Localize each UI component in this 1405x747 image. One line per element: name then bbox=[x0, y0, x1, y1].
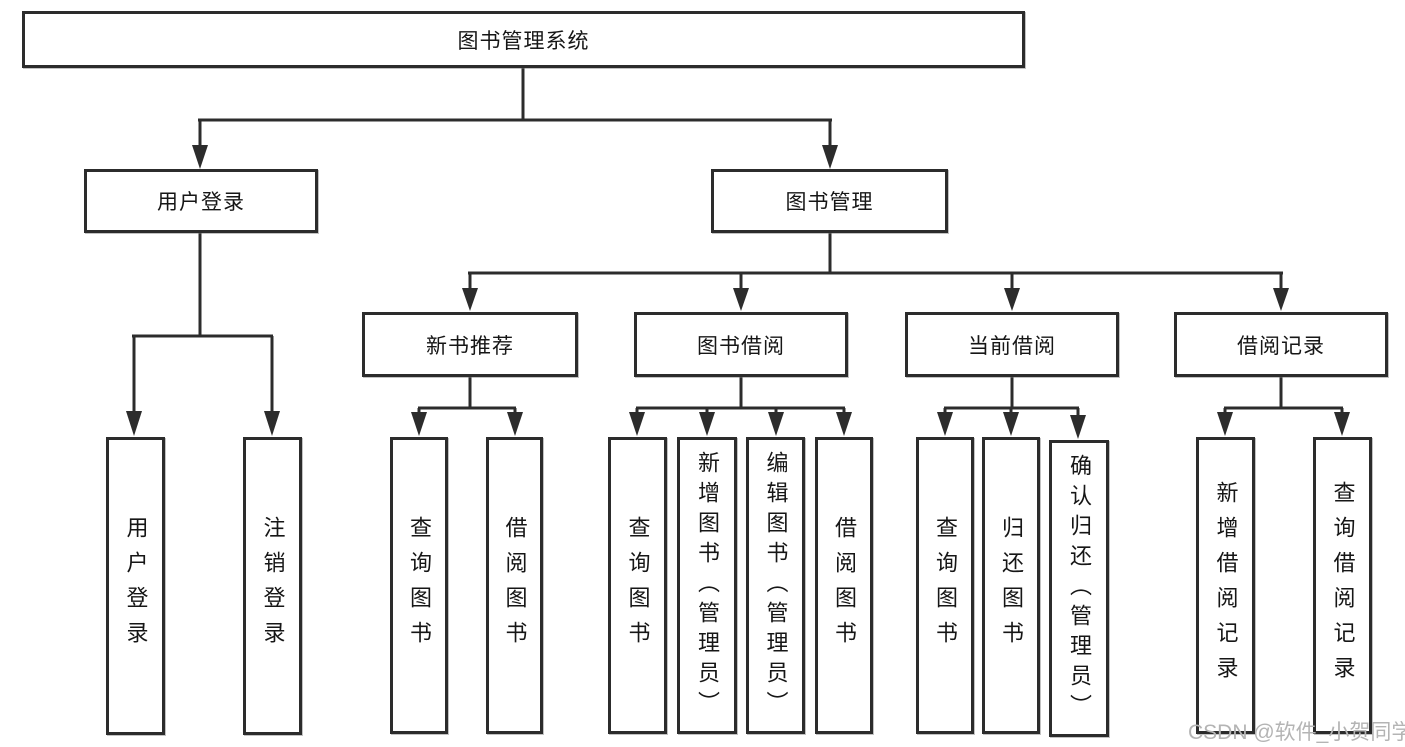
connector-book-borrow-to-leaves bbox=[629, 377, 852, 436]
arrow-down-icon bbox=[768, 412, 784, 436]
node-user-login: 用户登录 bbox=[84, 169, 318, 233]
node-book-borrow: 图书借阅 bbox=[634, 312, 848, 377]
arrow-down-icon bbox=[1217, 412, 1233, 436]
leaf-add-book-admin: 新增图书（管理员） bbox=[677, 437, 737, 734]
leaf-query-book-borrow: 查询图书 bbox=[608, 437, 667, 734]
arrow-down-icon bbox=[1003, 412, 1019, 436]
leaf-logout-login: 注销登录 bbox=[243, 437, 302, 735]
leaf-query-borrow-record: 查询借阅记录 bbox=[1313, 437, 1372, 734]
arrow-down-icon bbox=[629, 412, 645, 436]
leaf-query-book-current: 查询图书 bbox=[916, 437, 974, 734]
arrow-down-icon bbox=[822, 145, 838, 169]
leaf-return-book: 归还图书 bbox=[982, 437, 1040, 734]
connector-new-book-to-leaves bbox=[411, 377, 523, 436]
leaf-confirm-return-admin: 确认归还（管理员） bbox=[1049, 440, 1109, 737]
arrow-down-icon bbox=[699, 412, 715, 436]
arrow-down-icon bbox=[192, 145, 208, 169]
arrow-down-icon bbox=[126, 411, 142, 436]
leaf-borrow-book-recommend: 借阅图书 bbox=[486, 437, 543, 734]
arrow-down-icon bbox=[507, 412, 523, 436]
node-library-system: 图书管理系统 bbox=[22, 11, 1025, 68]
arrow-down-icon bbox=[733, 288, 749, 311]
connector-book-management-to-level3 bbox=[462, 233, 1289, 311]
connector-user-login-to-leaves bbox=[126, 233, 280, 436]
arrow-down-icon bbox=[1273, 288, 1289, 311]
arrow-down-icon bbox=[1070, 415, 1086, 439]
node-borrow-record: 借阅记录 bbox=[1174, 312, 1388, 377]
connector-borrow-record-to-leaves bbox=[1217, 377, 1350, 436]
leaf-query-book-recommend: 查询图书 bbox=[390, 437, 448, 734]
arrow-down-icon bbox=[462, 288, 478, 311]
connector-root-to-level2 bbox=[192, 68, 838, 169]
connector-current-borrow-to-leaves bbox=[937, 377, 1086, 439]
node-book-management: 图书管理 bbox=[711, 169, 948, 233]
arrow-down-icon bbox=[264, 411, 280, 436]
arrow-down-icon bbox=[1004, 288, 1020, 311]
arrow-down-icon bbox=[836, 412, 852, 436]
csdn-watermark: CSDN @软件_小贺同学 bbox=[1188, 721, 1405, 744]
leaf-add-borrow-record: 新增借阅记录 bbox=[1196, 437, 1255, 734]
node-current-borrow: 当前借阅 bbox=[905, 312, 1119, 377]
leaf-user-login: 用户登录 bbox=[106, 437, 165, 735]
node-new-book-recommend: 新书推荐 bbox=[362, 312, 578, 377]
leaf-borrow-book: 借阅图书 bbox=[815, 437, 873, 734]
arrow-down-icon bbox=[937, 412, 953, 436]
arrow-down-icon bbox=[411, 412, 427, 436]
arrow-down-icon bbox=[1334, 412, 1350, 436]
leaf-edit-book-admin: 编辑图书（管理员） bbox=[746, 437, 805, 734]
